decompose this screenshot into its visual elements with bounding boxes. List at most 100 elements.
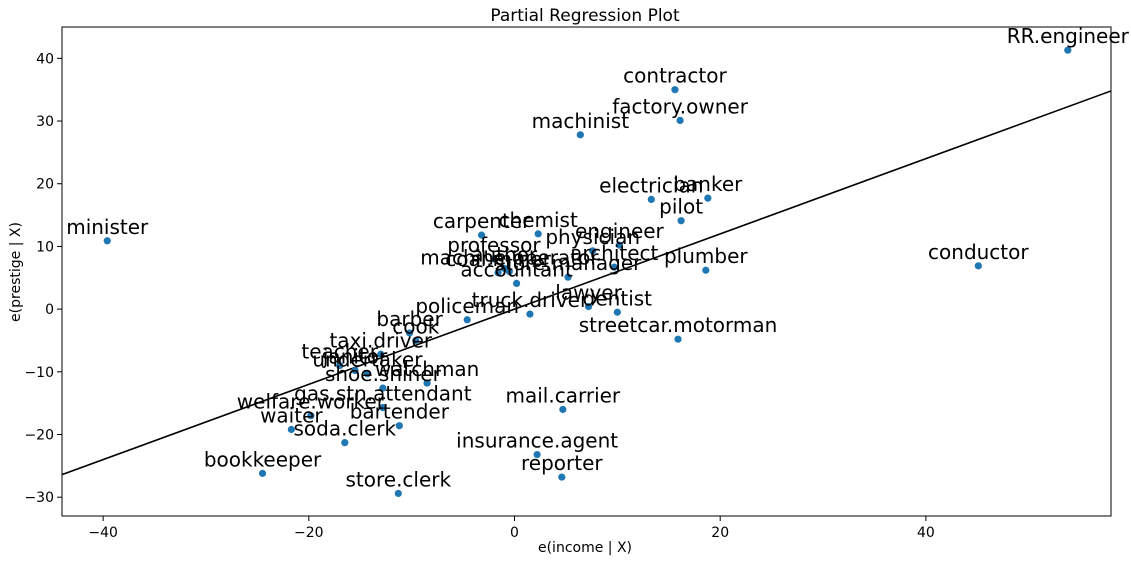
data-point	[615, 241, 624, 249]
point-label: plumber	[664, 244, 748, 268]
y-tick-label: −30	[24, 490, 54, 506]
point-label: taxi.driver	[329, 328, 432, 352]
point-label: policeman	[415, 294, 519, 318]
point-label: minister	[66, 215, 149, 239]
data-point	[589, 247, 597, 255]
plot-frame	[61, 26, 1112, 517]
point-label: bartender	[350, 400, 450, 424]
y-tick-label: 30	[36, 114, 54, 130]
y-tick-label: 0	[45, 302, 54, 318]
data-point	[406, 329, 414, 337]
data-point	[559, 405, 567, 414]
point-label: undertaker	[312, 348, 423, 372]
data-point	[395, 422, 403, 430]
fit-line	[62, 90, 1111, 476]
x-tick-label: −40	[88, 525, 118, 541]
x-axis-label: e(income | X)	[538, 540, 632, 556]
y-tick-label: 40	[36, 51, 54, 67]
y-tick-label: −20	[24, 428, 54, 444]
point-label: bookkeeper	[204, 447, 322, 471]
y-tick-label: 20	[36, 177, 54, 193]
x-tick-label: 0	[510, 525, 519, 541]
data-point	[702, 266, 710, 274]
data-point	[341, 439, 349, 447]
data-point	[647, 195, 655, 204]
data-point	[674, 335, 682, 343]
data-point	[336, 361, 344, 370]
point-label: accountant	[460, 257, 573, 281]
point-label: conductor	[928, 240, 1029, 264]
data-point	[478, 231, 486, 239]
point-label: pilot	[659, 195, 703, 219]
data-point	[677, 217, 685, 225]
data-point	[974, 262, 982, 270]
point-label: waiter	[260, 403, 323, 427]
data-point	[490, 255, 498, 263]
point-label: coal.miner	[445, 247, 551, 271]
point-label: reporter	[521, 451, 603, 475]
point-label: chemist	[499, 208, 578, 232]
data-point	[558, 473, 566, 481]
data-point	[103, 237, 111, 245]
point-label: electrician	[599, 173, 703, 197]
plot-area: RR.engineercontractorfactory.ownermachin…	[24, 24, 1129, 541]
data-point	[377, 350, 385, 358]
data-point	[613, 308, 621, 316]
data-point	[610, 263, 618, 271]
point-label: architect	[570, 241, 658, 265]
point-label: physician	[545, 225, 640, 249]
point-label: store.manager	[495, 251, 643, 275]
data-point	[287, 425, 295, 434]
data-point	[1064, 46, 1072, 54]
data-point	[584, 303, 593, 311]
data-point	[258, 469, 267, 477]
point-label: lawyer	[555, 281, 622, 305]
point-label: truck.driver	[472, 288, 589, 312]
point-label: engineer	[575, 219, 665, 243]
data-point	[307, 412, 315, 420]
x-tick-label: 40	[917, 525, 935, 541]
y-axis-label: e(prestige | X)	[8, 222, 24, 322]
point-label: cook	[392, 314, 439, 338]
point-label: watchman	[375, 357, 480, 381]
point-label: janitor	[322, 345, 388, 369]
point-label: factory.owner	[612, 94, 749, 118]
point-label: professor	[447, 233, 541, 257]
data-point	[351, 366, 359, 375]
y-tick-label: −10	[24, 365, 54, 381]
point-label: store.clerk	[345, 467, 451, 491]
point-label: insurance.agent	[456, 429, 618, 453]
data-point	[379, 384, 387, 392]
point-label: mail.carrier	[506, 383, 621, 407]
chart-title: Partial Regression Plot	[490, 6, 680, 26]
point-label: dentist	[583, 286, 652, 310]
data-point	[394, 489, 402, 498]
x-tick-label: −20	[294, 525, 324, 541]
data-point	[533, 450, 541, 459]
point-label: teacher	[301, 340, 378, 364]
point-label: machine.operator	[420, 246, 599, 270]
data-point	[379, 403, 387, 412]
data-point	[576, 131, 584, 139]
data-point	[463, 316, 471, 324]
point-label: carpenter	[433, 209, 531, 233]
data-point	[363, 370, 372, 378]
data-point	[512, 279, 521, 288]
data-point	[494, 269, 502, 277]
y-tick-label: 10	[36, 239, 54, 255]
point-label: streetcar.motorman	[579, 313, 778, 337]
data-point	[534, 230, 542, 238]
data-point	[676, 116, 684, 125]
data-point	[671, 86, 679, 94]
point-label: machinist	[532, 109, 630, 133]
point-label: welfare.worker	[237, 390, 386, 414]
data-point	[564, 273, 572, 281]
point-label: author	[471, 242, 538, 266]
point-label: soda.clerk	[293, 417, 396, 441]
data-point	[704, 194, 712, 202]
point-label: banker	[673, 172, 743, 196]
point-label: contractor	[623, 64, 727, 88]
x-tick-label: 20	[711, 525, 729, 541]
point-label: shoe.shiner	[325, 362, 442, 386]
